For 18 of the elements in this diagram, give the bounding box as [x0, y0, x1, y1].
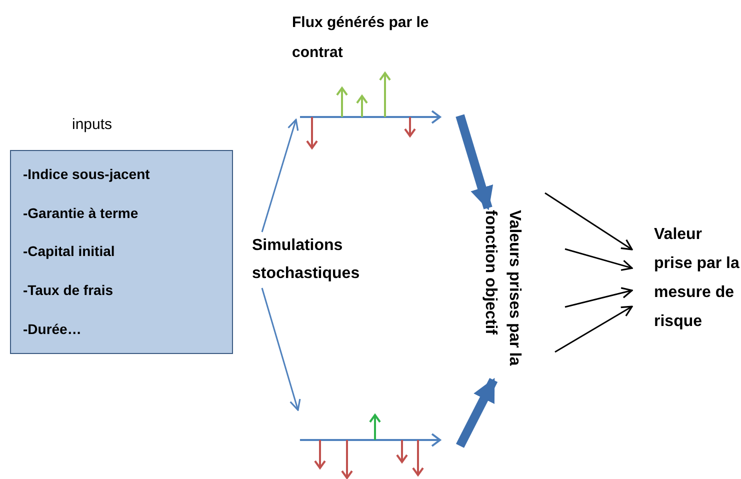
node-label: Flux générés par le contrat [292, 13, 430, 63]
input-item: -Taux de frais [22, 281, 114, 300]
arrow [261, 288, 301, 411]
arrow [564, 287, 633, 308]
label-text: Simulations stochastiques [252, 236, 361, 284]
input-item: -Durée… [22, 320, 82, 340]
label-text: Valeur prise par la mesure de risque [654, 225, 740, 332]
input-item: -Indice sous-jacent [22, 164, 151, 184]
label-text: Valeurs prises par la fonction objectif [481, 210, 524, 368]
block-arrow [456, 114, 494, 210]
arrow [544, 192, 633, 250]
input-item: -Garantie à terme [22, 204, 140, 223]
arrow [261, 118, 299, 232]
heading: inputs [72, 115, 112, 135]
input-item: -Capital initial [22, 242, 116, 262]
arrow [564, 248, 633, 271]
block-arrow [456, 378, 498, 448]
arrow [554, 306, 633, 353]
